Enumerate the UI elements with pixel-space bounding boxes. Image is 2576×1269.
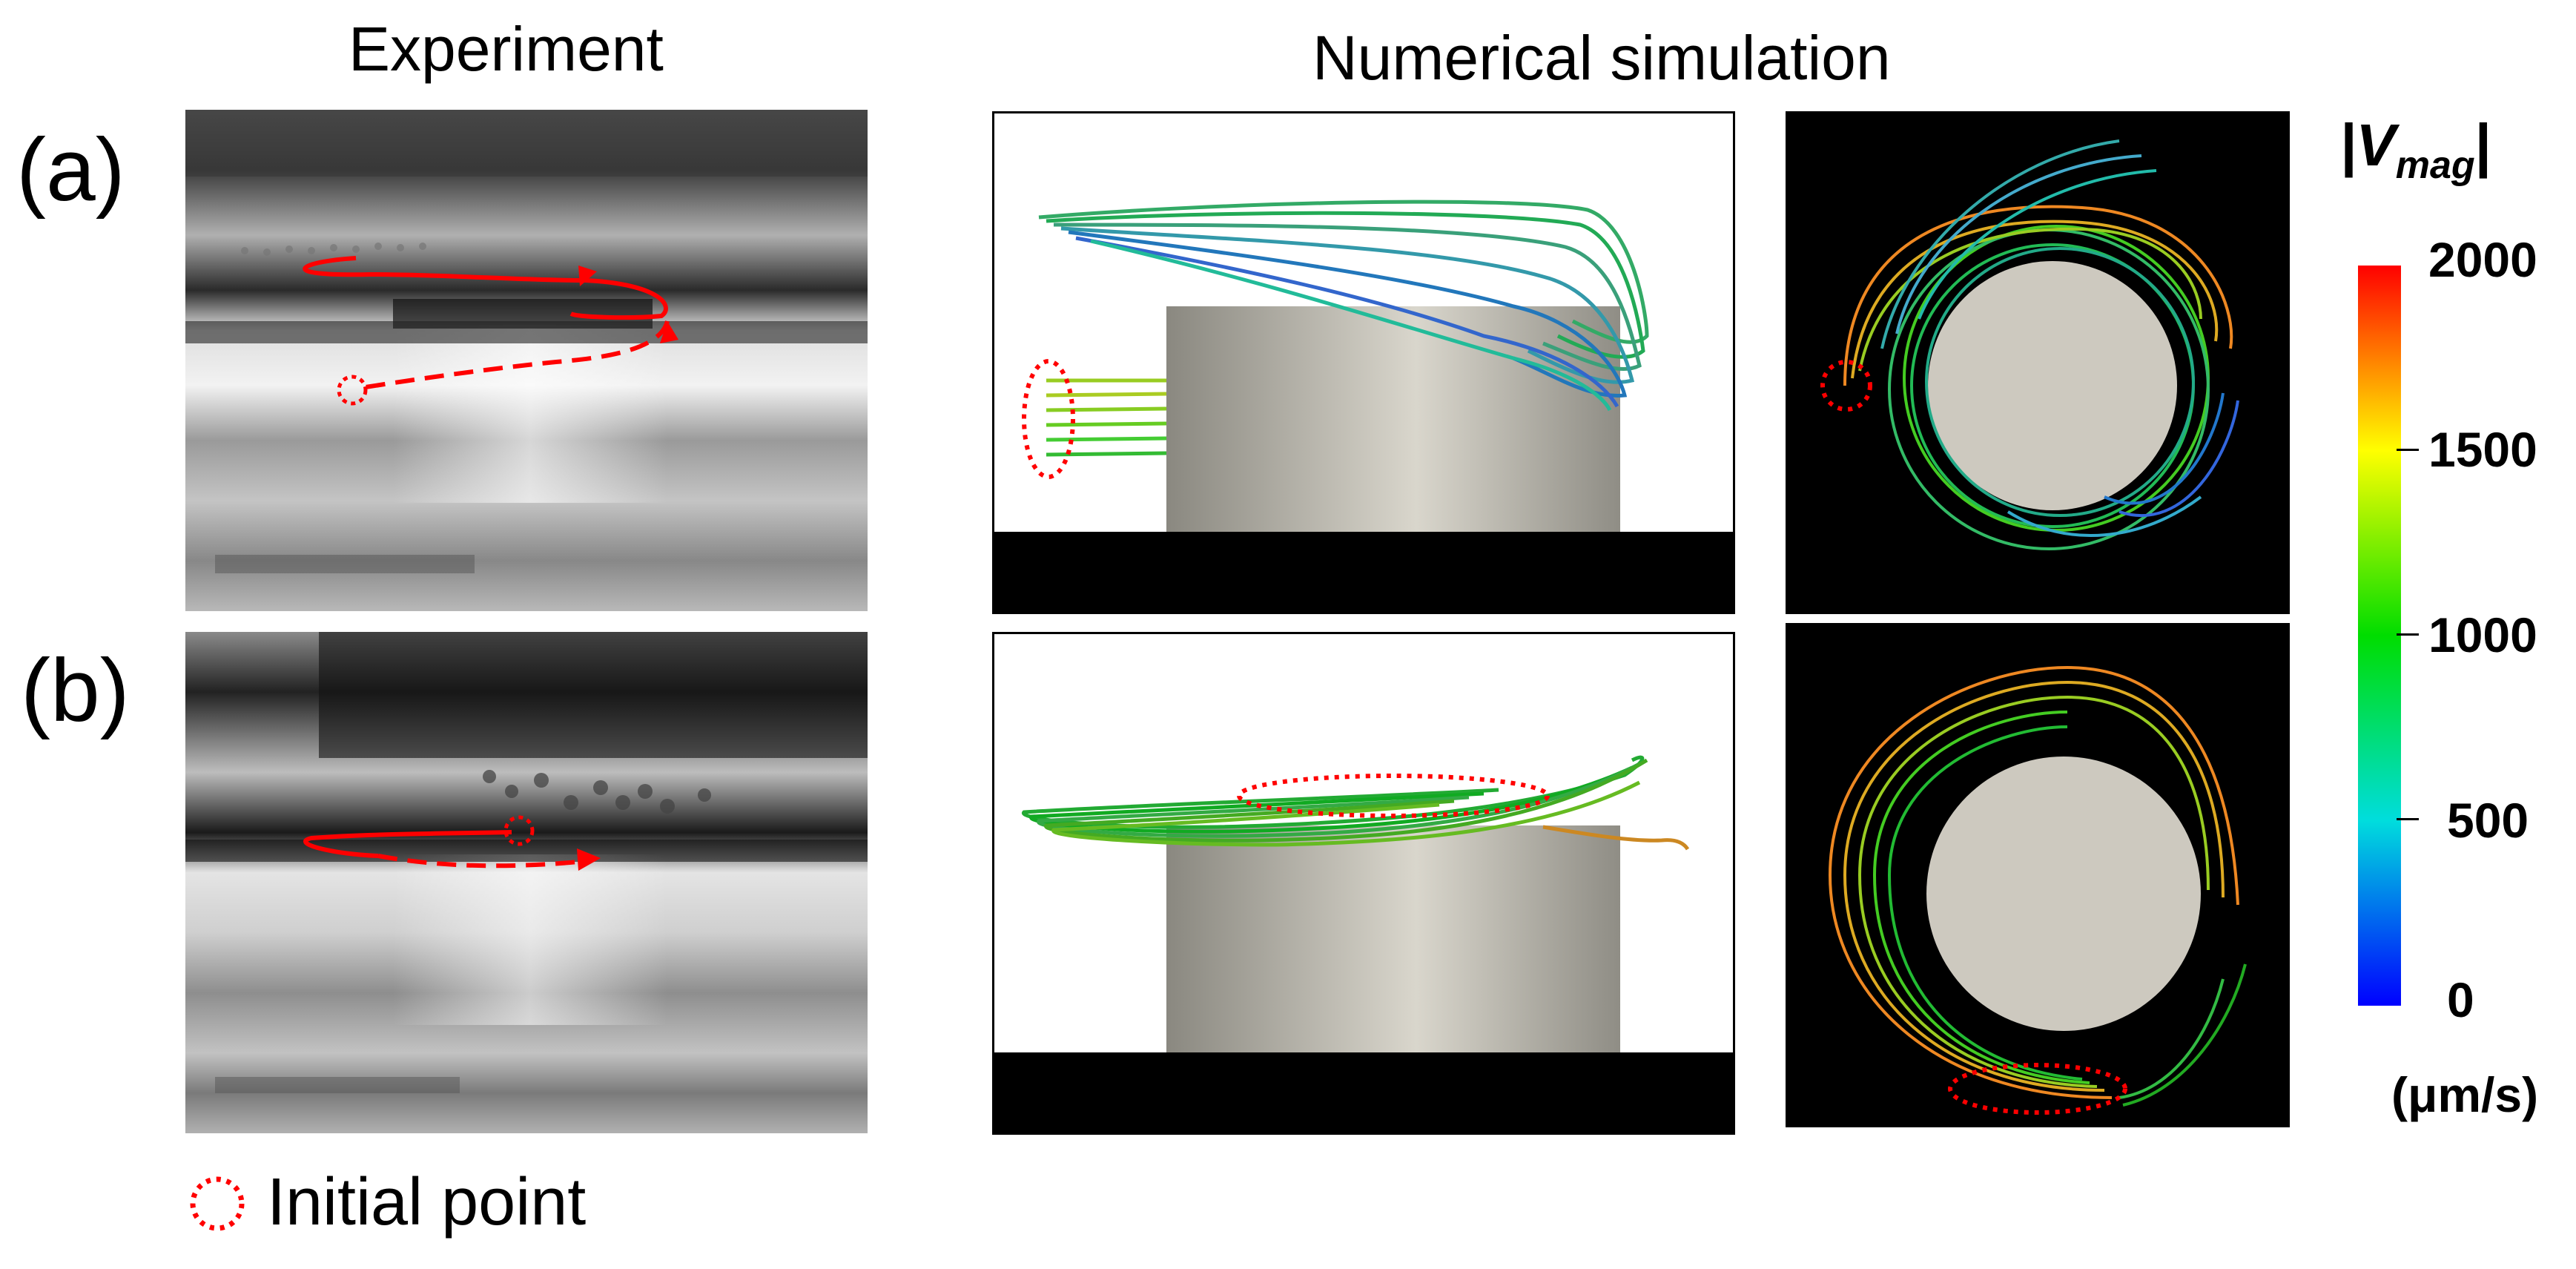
- colorbar-title-end: |: [2474, 112, 2492, 178]
- row-label-b: (b): [21, 641, 130, 740]
- colorbar-title: |Vmag|: [2339, 111, 2491, 188]
- colorbar-unit: (μm/s): [2391, 1067, 2539, 1122]
- colorbar-tick-1500: 1500: [2428, 422, 2537, 477]
- colorbar: [2358, 266, 2401, 1006]
- colorbar-title-main: |V: [2339, 112, 2396, 178]
- simulation-top-view-b: [1786, 623, 2290, 1127]
- simulation-side-view-a: [992, 111, 1735, 614]
- simulation-top-view-a: [1786, 111, 2290, 614]
- colorbar-tick-2000: 2000: [2428, 232, 2537, 287]
- simulation-side-view-b: [992, 632, 1735, 1135]
- colorbar-tick-mark-1500: [2397, 449, 2419, 451]
- experiment-image-b: [185, 632, 868, 1133]
- legend-label: Initial point: [267, 1165, 587, 1239]
- colorbar-title-sub: mag: [2395, 144, 2475, 187]
- experiment-header: Experiment: [349, 14, 664, 84]
- colorbar-tick-mark-500: [2397, 818, 2419, 820]
- row-label-a: (a): [16, 120, 125, 220]
- colorbar-tick-0: 0: [2447, 972, 2474, 1027]
- colorbar-tick-1000: 1000: [2428, 607, 2537, 662]
- initial-point-marker-icon: [188, 1174, 247, 1233]
- experiment-image-a: [185, 110, 868, 611]
- simulation-header: Numerical simulation: [1312, 23, 1891, 93]
- colorbar-tick-500: 500: [2447, 793, 2529, 848]
- colorbar-tick-mark-1000: [2397, 633, 2419, 636]
